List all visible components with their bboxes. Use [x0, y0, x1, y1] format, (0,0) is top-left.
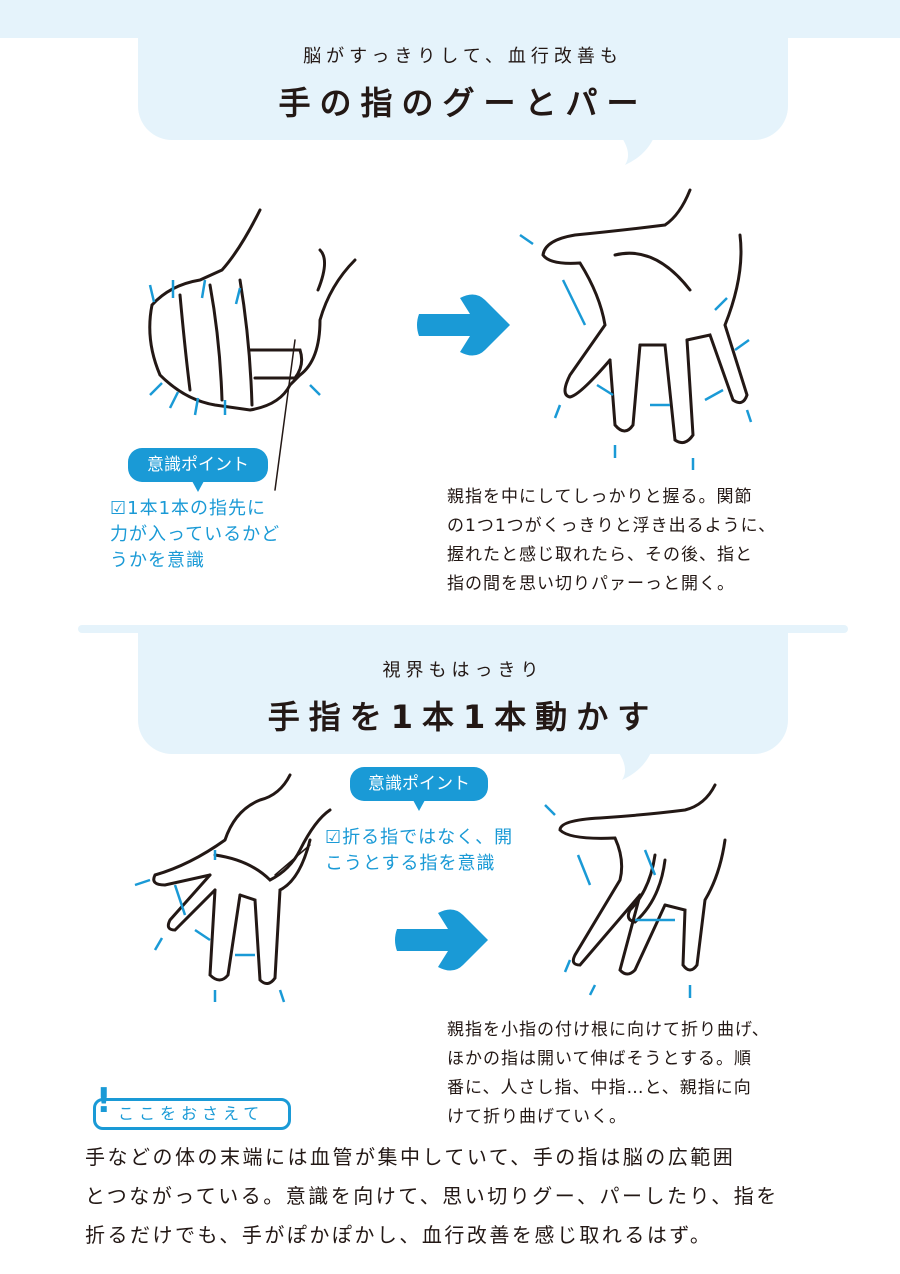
finger-arrows-left [134, 850, 286, 1003]
section2-instructions: 親指を小指の付け根に向けて折り曲げ、 ほかの指は開いて伸ばそうとする。順 番に、… [447, 1016, 770, 1132]
section1-subtitle: 脳がすっきりして、血行改善も [303, 46, 623, 67]
fist-illustration [148, 208, 357, 491]
key-point-paragraph: 手などの体の末端には血管が集中していて、手の指は脳の広範囲 とつながっている。意… [85, 1138, 825, 1255]
instruction-line: の1つ1つがくっきりと浮き出るように、 [447, 516, 777, 536]
instruction-line: けて折り曲げていく。 [447, 1107, 627, 1127]
section1-instructions: 親指を中にしてしっかりと握る。関節 の1つ1つがくっきりと浮き出るように、 握れ… [447, 483, 776, 599]
awareness-point-label: 意識ポイント [128, 448, 268, 492]
awareness-point-label-2: 意識ポイント [350, 767, 488, 811]
section1-title: 手の指のグーとパー [278, 84, 648, 122]
section-divider [78, 625, 848, 633]
paragraph-line: 折るだけでも、手がぽかぽかし、血行改善を感じ取れるはず。 [85, 1223, 713, 1247]
section2-title: 手指を1本1本動かす [267, 698, 659, 736]
instruction-line: 握れたと感じ取れたら、その後、指と [447, 545, 753, 565]
grip-arrows [148, 279, 321, 416]
finger-arrows-right [544, 804, 692, 998]
spread-arrows [519, 233, 753, 470]
awareness-point-text: ☑1本1本の指先に 力が入っているかど うかを意識 [110, 496, 280, 574]
paragraph-line: 手などの体の末端には血管が集中していて、手の指は脳の広範囲 [85, 1145, 736, 1169]
awareness-line: うかを意識 [110, 550, 205, 571]
bubble-tail [617, 750, 652, 780]
bubble-tail [620, 135, 655, 165]
paragraph-line: とつながっている。意識を向けて、思い切りグー、パーしたり、指を [85, 1184, 779, 1208]
instruction-line: 親指を小指の付け根に向けて折り曲げ、 [447, 1020, 770, 1040]
instruction-line: ほかの指は開いて伸ばそうとする。順 [447, 1049, 752, 1069]
awareness-line: ☑折る指ではなく、開 [325, 827, 514, 848]
finger-fold-hand-left [152, 773, 332, 985]
awareness-line: 力が入っているかど [110, 524, 281, 545]
instruction-line: 指の間を思い切りパァーっと開く。 [447, 574, 735, 594]
section1-header-bubble: 脳がすっきりして、血行改善も 手の指のグーとパー [138, 0, 788, 140]
awareness-line: ☑1本1本の指先に [110, 498, 267, 519]
section2-header-bubble: 視界もはっきり 手指を1本1本動かす [138, 632, 788, 754]
awareness-line: こうとする指を意識 [325, 853, 496, 874]
finger-fold-hand-right [558, 783, 727, 976]
key-point-label: ここをおさえて [93, 1098, 291, 1130]
open-hand-illustration [541, 188, 749, 445]
section2-subtitle: 視界もはっきり [382, 660, 544, 681]
instruction-line: 番に、人さし指、中指…と、親指に向 [447, 1078, 752, 1098]
instruction-line: 親指を中にしてしっかりと握る。関節 [447, 487, 753, 507]
exclamation-icon: ! [96, 1081, 112, 1121]
awareness-point-text-2: ☑折る指ではなく、開 こうとする指を意識 [325, 825, 513, 877]
